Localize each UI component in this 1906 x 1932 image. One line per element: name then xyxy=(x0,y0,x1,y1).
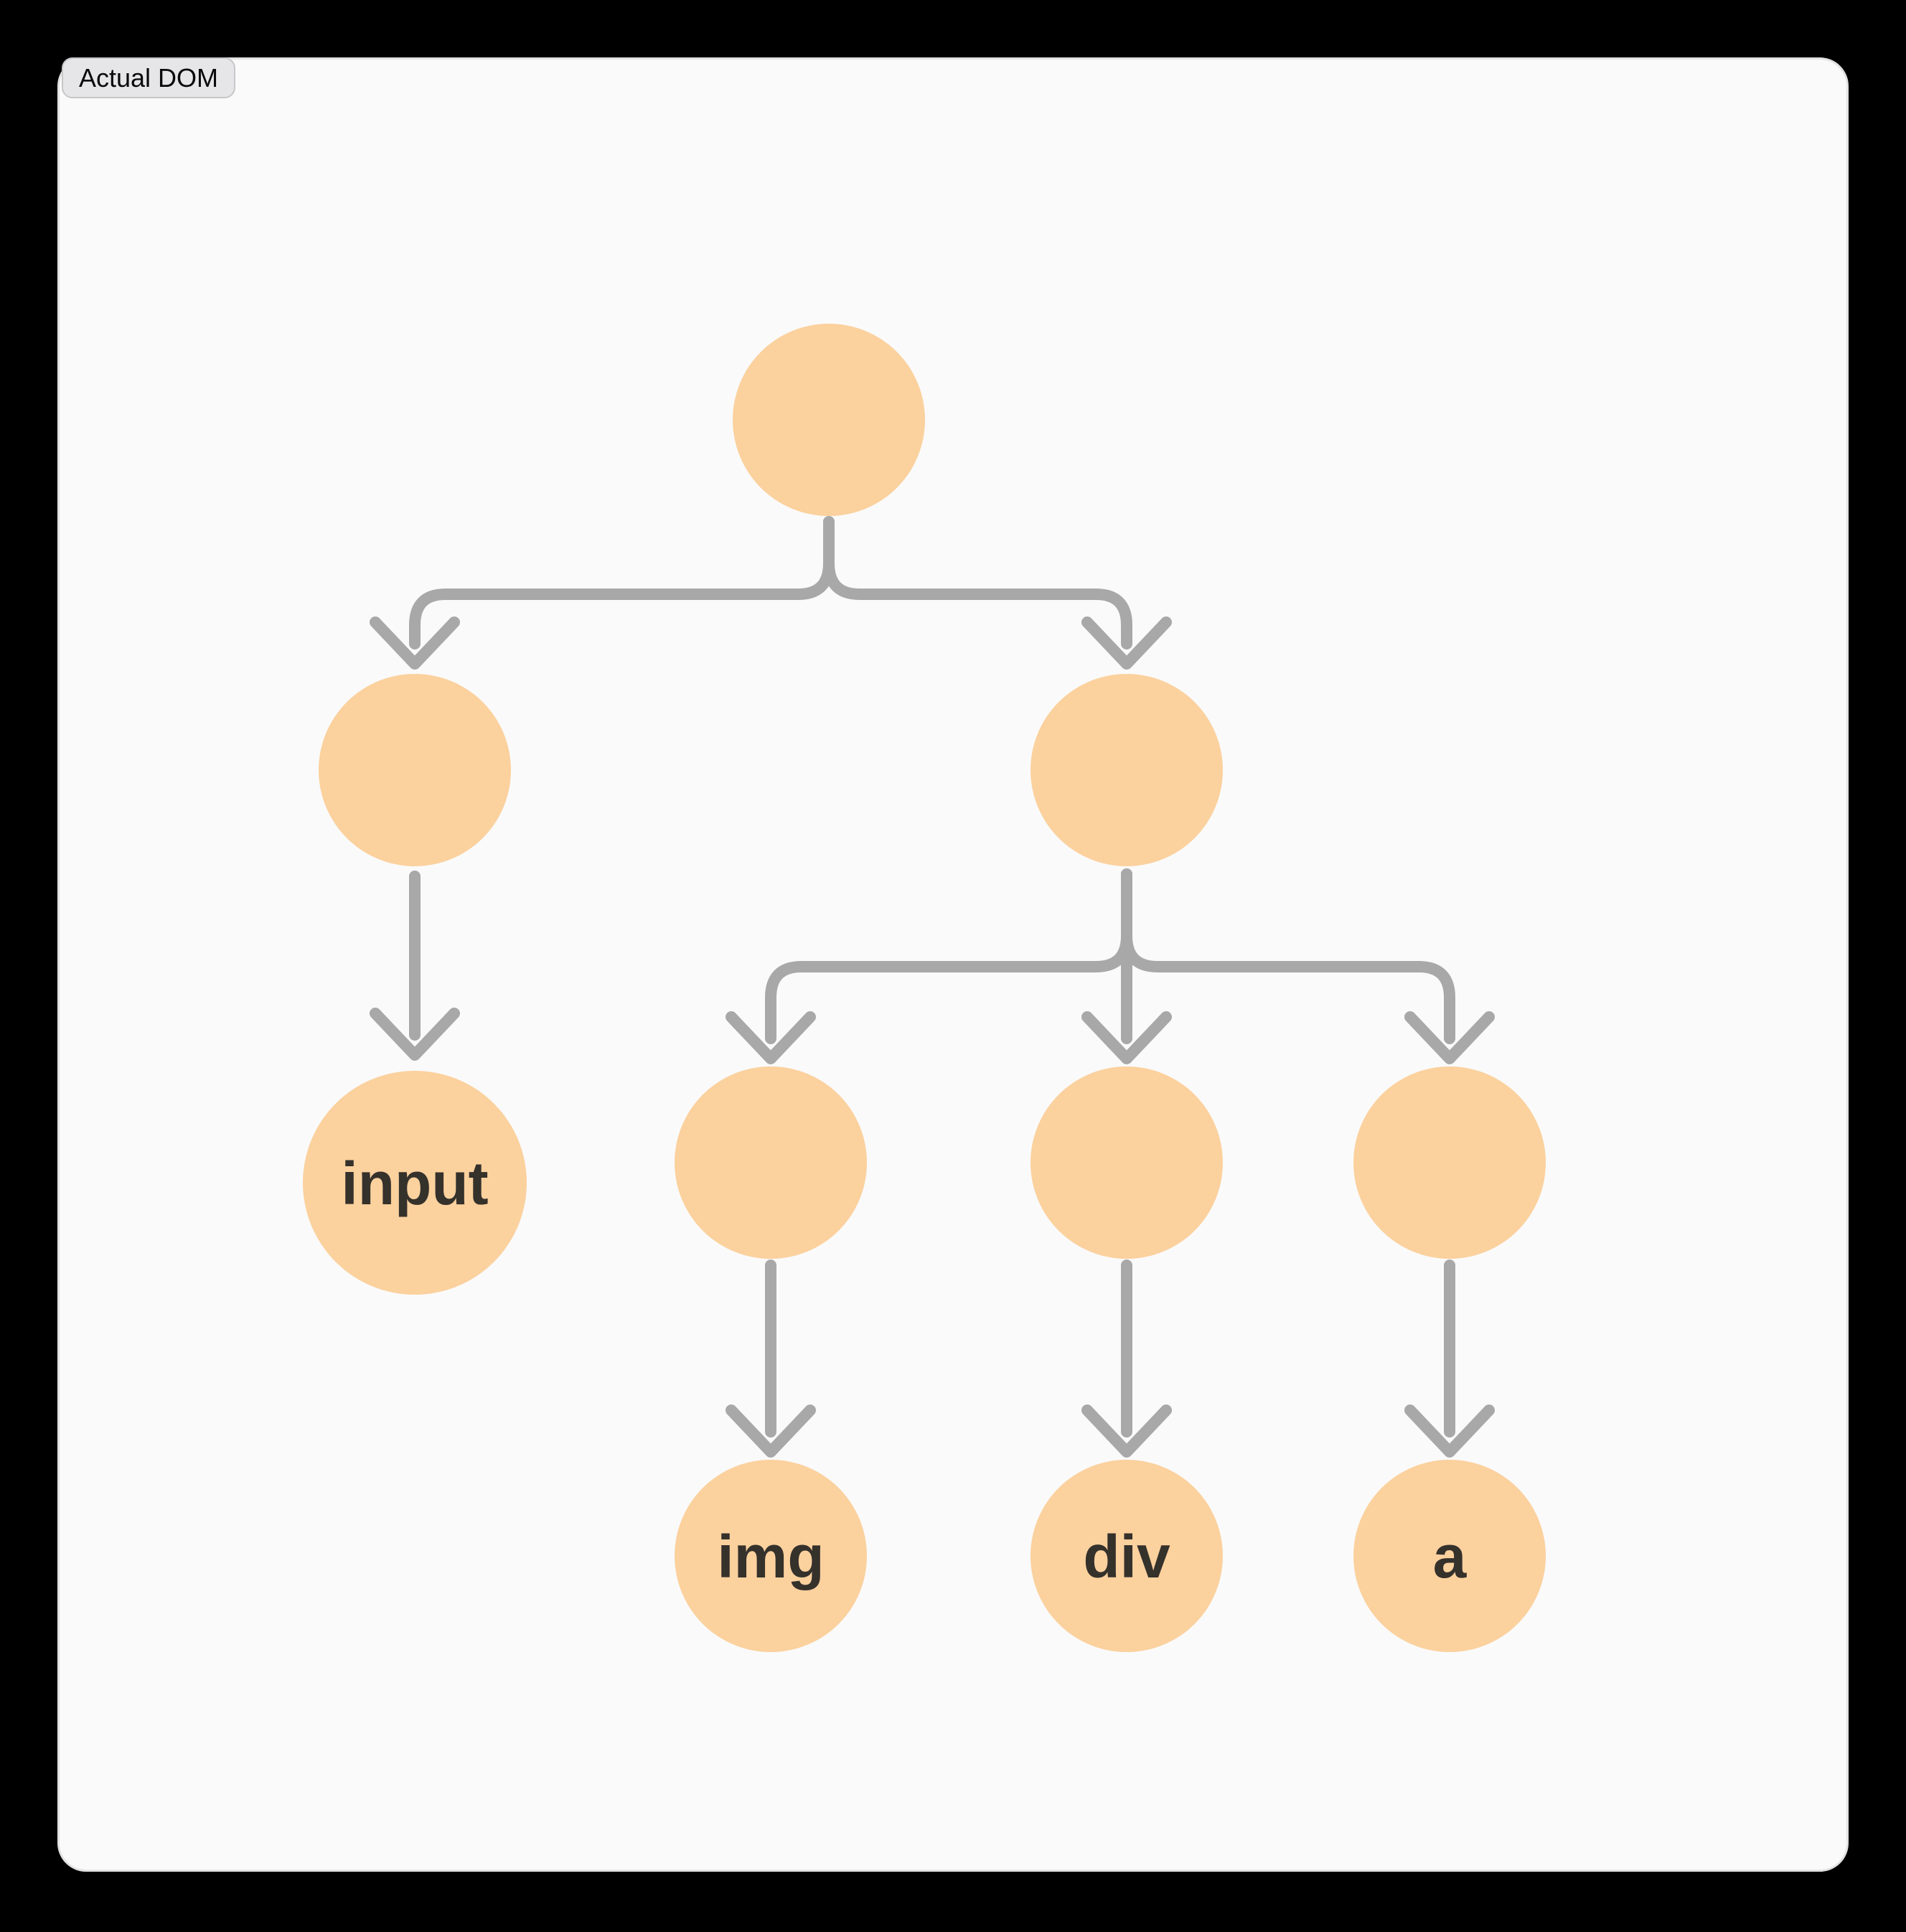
edge-root-to-child-right xyxy=(823,516,1132,650)
arrowhead-a-icon xyxy=(1404,1405,1495,1458)
dom-node-child-left xyxy=(319,674,511,866)
arrowhead-input-icon xyxy=(370,1008,460,1061)
arrowhead-grandchild-2-icon xyxy=(1081,1011,1172,1064)
nodes: input img div a xyxy=(303,324,1546,1652)
arrowhead-img-icon xyxy=(726,1405,816,1458)
edge-child-right-to-grandchild-1 xyxy=(765,868,1132,1044)
dom-node-grandchild-1 xyxy=(675,1066,867,1259)
actual-dom-badge: Actual DOM xyxy=(62,57,236,98)
badge-label: Actual DOM xyxy=(79,63,219,93)
dom-node-grandchild-3 xyxy=(1353,1066,1546,1259)
arrowhead-grandchild-1-icon xyxy=(726,1011,816,1064)
node-label-div: div xyxy=(1083,1523,1170,1590)
arrowhead-grandchild-3-icon xyxy=(1404,1011,1495,1064)
edge-root-to-child-left xyxy=(409,516,835,650)
dom-node-input xyxy=(303,1071,527,1295)
arrowhead-child-left-icon xyxy=(370,616,460,670)
dom-node-a xyxy=(1353,1460,1546,1652)
arrowhead-div-icon xyxy=(1081,1405,1172,1458)
dom-node-div xyxy=(1031,1460,1223,1652)
edge-child-right-to-grandchild-3 xyxy=(1121,868,1455,1044)
dom-node-grandchild-2 xyxy=(1031,1066,1223,1259)
edges xyxy=(370,516,1495,1458)
dom-node-child-right xyxy=(1031,674,1223,866)
node-label-img: img xyxy=(717,1523,824,1590)
dom-node-root xyxy=(733,324,925,516)
node-label-input: input xyxy=(341,1150,488,1217)
dom-node-img xyxy=(675,1460,867,1652)
arrowhead-child-right-icon xyxy=(1081,616,1172,670)
node-label-a: a xyxy=(1433,1523,1468,1590)
